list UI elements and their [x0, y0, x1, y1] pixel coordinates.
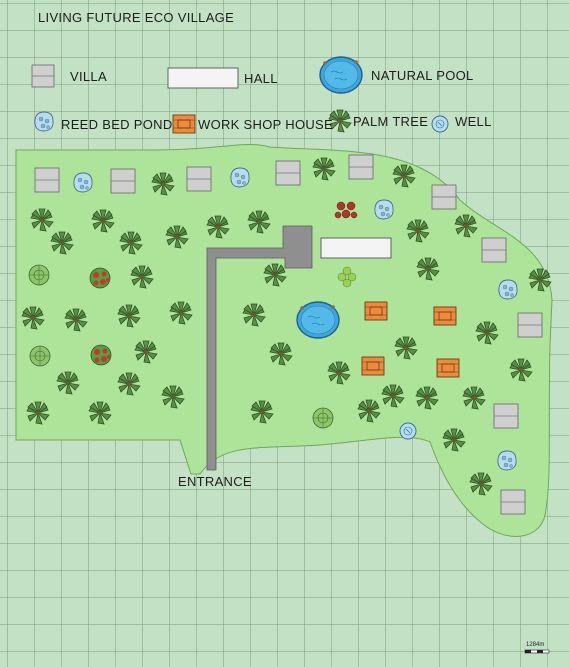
entrance-road — [206, 225, 313, 471]
legend-reed-bed-pond-label: REED BED POND — [61, 117, 173, 132]
scale-bar — [524, 649, 550, 654]
legend-well-label: WELL — [455, 114, 492, 129]
legend-hall-icon — [167, 67, 239, 89]
legend-natural-pool-label: NATURAL POOL — [371, 68, 474, 83]
village-land — [15, 144, 553, 537]
well — [399, 422, 417, 440]
hall — [320, 237, 392, 259]
legend-well-icon — [431, 115, 449, 133]
map-title: LIVING FUTURE ECO VILLAGE — [38, 10, 235, 25]
legend-hall-label: HALL — [244, 71, 278, 86]
legend-palm-tree-label: PALM TREE — [353, 114, 429, 129]
legend-villa-label: VILLA — [70, 69, 107, 84]
legend-work-shop-house-icon — [172, 114, 196, 134]
entrance-label: ENTRANCE — [178, 474, 252, 489]
legend-natural-pool-icon — [319, 56, 363, 94]
legend-villa-icon — [31, 64, 55, 88]
scale-label: 1284m — [526, 642, 545, 648]
legend-work-shop-house-label: WORK SHOP HOUSE — [198, 117, 334, 132]
natural-pool — [296, 301, 340, 339]
legend-reed-bed-pond-icon — [34, 111, 54, 132]
